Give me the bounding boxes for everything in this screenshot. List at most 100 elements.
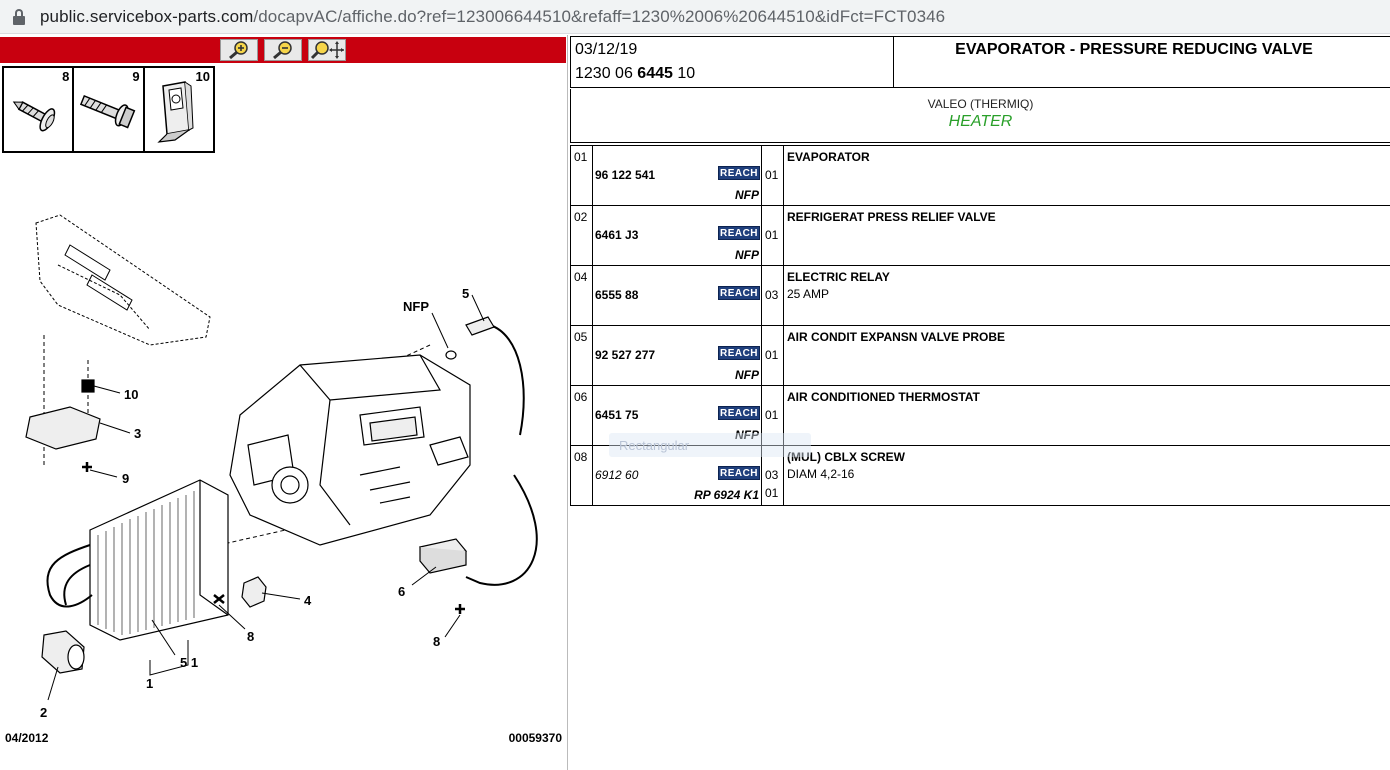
relay — [241, 576, 267, 608]
url-text[interactable]: public.servicebox-parts.com/docapvAC/aff… — [40, 7, 945, 27]
description-cell: REFRIGERAT PRESS RELIEF VALVE — [784, 206, 1390, 265]
url-host: public.servicebox-parts.com — [40, 6, 254, 26]
drag-ghost-tooltip: Rectangular — [609, 433, 811, 457]
reach-badge[interactable]: REACH — [718, 406, 760, 420]
ref-suffix: 10 — [677, 65, 696, 82]
self-tapping-screw-icon — [12, 101, 56, 132]
quantity-secondary: 01 — [765, 486, 779, 500]
reach-badge[interactable]: REACH — [718, 226, 760, 240]
label-4: 4 — [304, 593, 312, 608]
zoom-in-button[interactable] — [220, 39, 258, 61]
heater-housing — [229, 354, 471, 546]
reach-badge[interactable]: REACH — [718, 166, 760, 180]
qty-cell: 03 01 — [762, 446, 784, 505]
parts-pane: 03/12/19 1230 06 6445 10 EVAPORATOR - PR… — [569, 35, 1390, 770]
part-number[interactable]: 96 122 541 — [595, 168, 656, 182]
description-cell: AIR CONDIT EXPANSN VALVE PROBE — [784, 326, 1390, 385]
parts-table: 01 96 122 541 REACH NFP 01 EVAPORATOR 02… — [570, 145, 1390, 506]
part-number[interactable]: 92 527 277 — [595, 348, 656, 362]
zoom-pan-icon — [310, 41, 344, 60]
table-row[interactable]: 05 92 527 277 REACH NFP 01 AIR CONDIT EX… — [570, 326, 1390, 386]
row-number: 08 — [571, 446, 593, 505]
thumbnail-number: 8 — [62, 69, 70, 84]
table-row[interactable]: 02 6461 J3 REACH NFP 01 REFRIGERAT PRESS… — [570, 206, 1390, 266]
thermostat-and-probe — [418, 316, 538, 586]
zoom-in-icon — [229, 41, 248, 60]
description: (MUL) CBLX SCREW — [787, 450, 905, 464]
row-number: 01 — [571, 146, 593, 205]
label-1: 1 — [146, 676, 153, 691]
lock-icon[interactable] — [12, 8, 26, 25]
thumbnail-number: 10 — [195, 69, 210, 84]
label-nfp: NFP — [403, 299, 429, 314]
header-date: 03/12/19 — [575, 41, 638, 58]
expansion-valve — [41, 630, 85, 674]
part-cell: 6451 75 REACH NFP — [593, 386, 762, 445]
address-bar[interactable]: public.servicebox-parts.com/docapvAC/aff… — [0, 0, 1390, 34]
part-cell: 96 122 541 REACH NFP — [593, 146, 762, 205]
quantity: 03 — [765, 468, 779, 482]
qty-cell: 03 — [762, 266, 784, 325]
qty-cell: 01 — [762, 206, 784, 265]
description: AIR CONDIT EXPANSN VALVE PROBE — [787, 330, 1006, 344]
label-2: 2 — [40, 705, 47, 720]
callout-leaders — [47, 294, 485, 701]
thumbnail-8[interactable]: 8 — [4, 68, 75, 151]
row-number: 04 — [571, 266, 593, 325]
quantity: 01 — [765, 348, 779, 362]
thumbnail-number: 9 — [132, 69, 140, 84]
quantity: 01 — [765, 228, 779, 242]
description-cell: ELECTRIC RELAY 25 AMP — [784, 266, 1390, 325]
description: ELECTRIC RELAY — [787, 270, 890, 284]
reach-badge[interactable]: REACH — [718, 346, 760, 360]
diagram-date: 04/2012 — [5, 731, 49, 745]
exploded-parts-diagram: NFP 5 10 3 9 4 8 6 8 5 1 1 2 — [25, 214, 538, 720]
zoom-out-button[interactable] — [264, 39, 302, 61]
zoom-out-icon — [273, 41, 292, 60]
part-number[interactable]: 6461 J3 — [595, 228, 639, 242]
label-51: 5 1 — [180, 655, 198, 670]
ref-bold: 6445 — [637, 65, 673, 82]
fastener-thumbnails: 8 9 — [2, 66, 215, 153]
part-number[interactable]: 6451 75 — [595, 408, 639, 422]
qty-cell: 01 — [762, 326, 784, 385]
description-cell: AIR CONDITIONED THERMOSTAT — [784, 386, 1390, 445]
diagram-pane: 8 9 — [0, 35, 568, 770]
part-note: NFP — [735, 188, 759, 202]
part-cell: 92 527 277 REACH NFP — [593, 326, 762, 385]
table-row[interactable]: 01 96 122 541 REACH NFP 01 EVAPORATOR — [570, 146, 1390, 206]
part-cell: 6555 88 REACH — [593, 266, 762, 325]
replacement-part[interactable]: RP 6924 K1 — [694, 488, 759, 502]
part-note: NFP — [735, 428, 759, 442]
description-cell: (MUL) CBLX SCREW DIAM 4,2-16 — [784, 446, 1390, 505]
reach-badge[interactable]: REACH — [718, 466, 760, 480]
qty-cell: 01 — [762, 386, 784, 445]
label-10: 10 — [124, 387, 138, 402]
reach-badge[interactable]: REACH — [718, 286, 760, 300]
pan-button[interactable] — [308, 39, 346, 61]
part-number[interactable]: 6912 60 — [595, 468, 639, 482]
url-path: /docapvAC/affiche.do?ref=123006644510&re… — [253, 6, 946, 26]
label-8: 8 — [247, 629, 254, 644]
table-row[interactable]: 08 6912 60 REACH RP 6924 K1 03 01 (MUL) … — [570, 446, 1390, 506]
header-ref: 1230 06 6445 10 — [575, 65, 695, 83]
table-row[interactable]: 06 6451 75 REACH NFP 01 AIR CONDITIONED … — [570, 386, 1390, 446]
supplier-type: HEATER — [948, 113, 1013, 130]
evaporator-core — [46, 479, 229, 641]
part-cell: 6912 60 REACH RP 6924 K1 — [593, 446, 762, 505]
description-detail: DIAM 4,2-16 — [787, 467, 855, 481]
quantity: 01 — [765, 168, 779, 182]
parts-header: 03/12/19 1230 06 6445 10 EVAPORATOR - PR… — [570, 36, 1390, 88]
supplier-name: VALEO (THERMIQ) — [927, 97, 1034, 111]
table-row[interactable]: 04 6555 88 REACH 03 ELECTRIC RELAY 25 AM… — [570, 266, 1390, 326]
thumbnail-9[interactable]: 9 — [74, 68, 145, 151]
callout-labels: NFP 5 10 3 9 4 8 6 8 5 1 1 2 — [40, 286, 469, 720]
part-cell: 6461 J3 REACH NFP — [593, 206, 762, 265]
label-3: 3 — [134, 426, 141, 441]
supplier-block: VALEO (THERMIQ) HEATER — [570, 89, 1390, 143]
bolt-icon — [80, 94, 136, 129]
mounting-clips — [25, 379, 465, 614]
row-number: 06 — [571, 386, 593, 445]
thumbnail-10[interactable]: 10 — [145, 68, 213, 151]
part-number[interactable]: 6555 88 — [595, 288, 639, 302]
